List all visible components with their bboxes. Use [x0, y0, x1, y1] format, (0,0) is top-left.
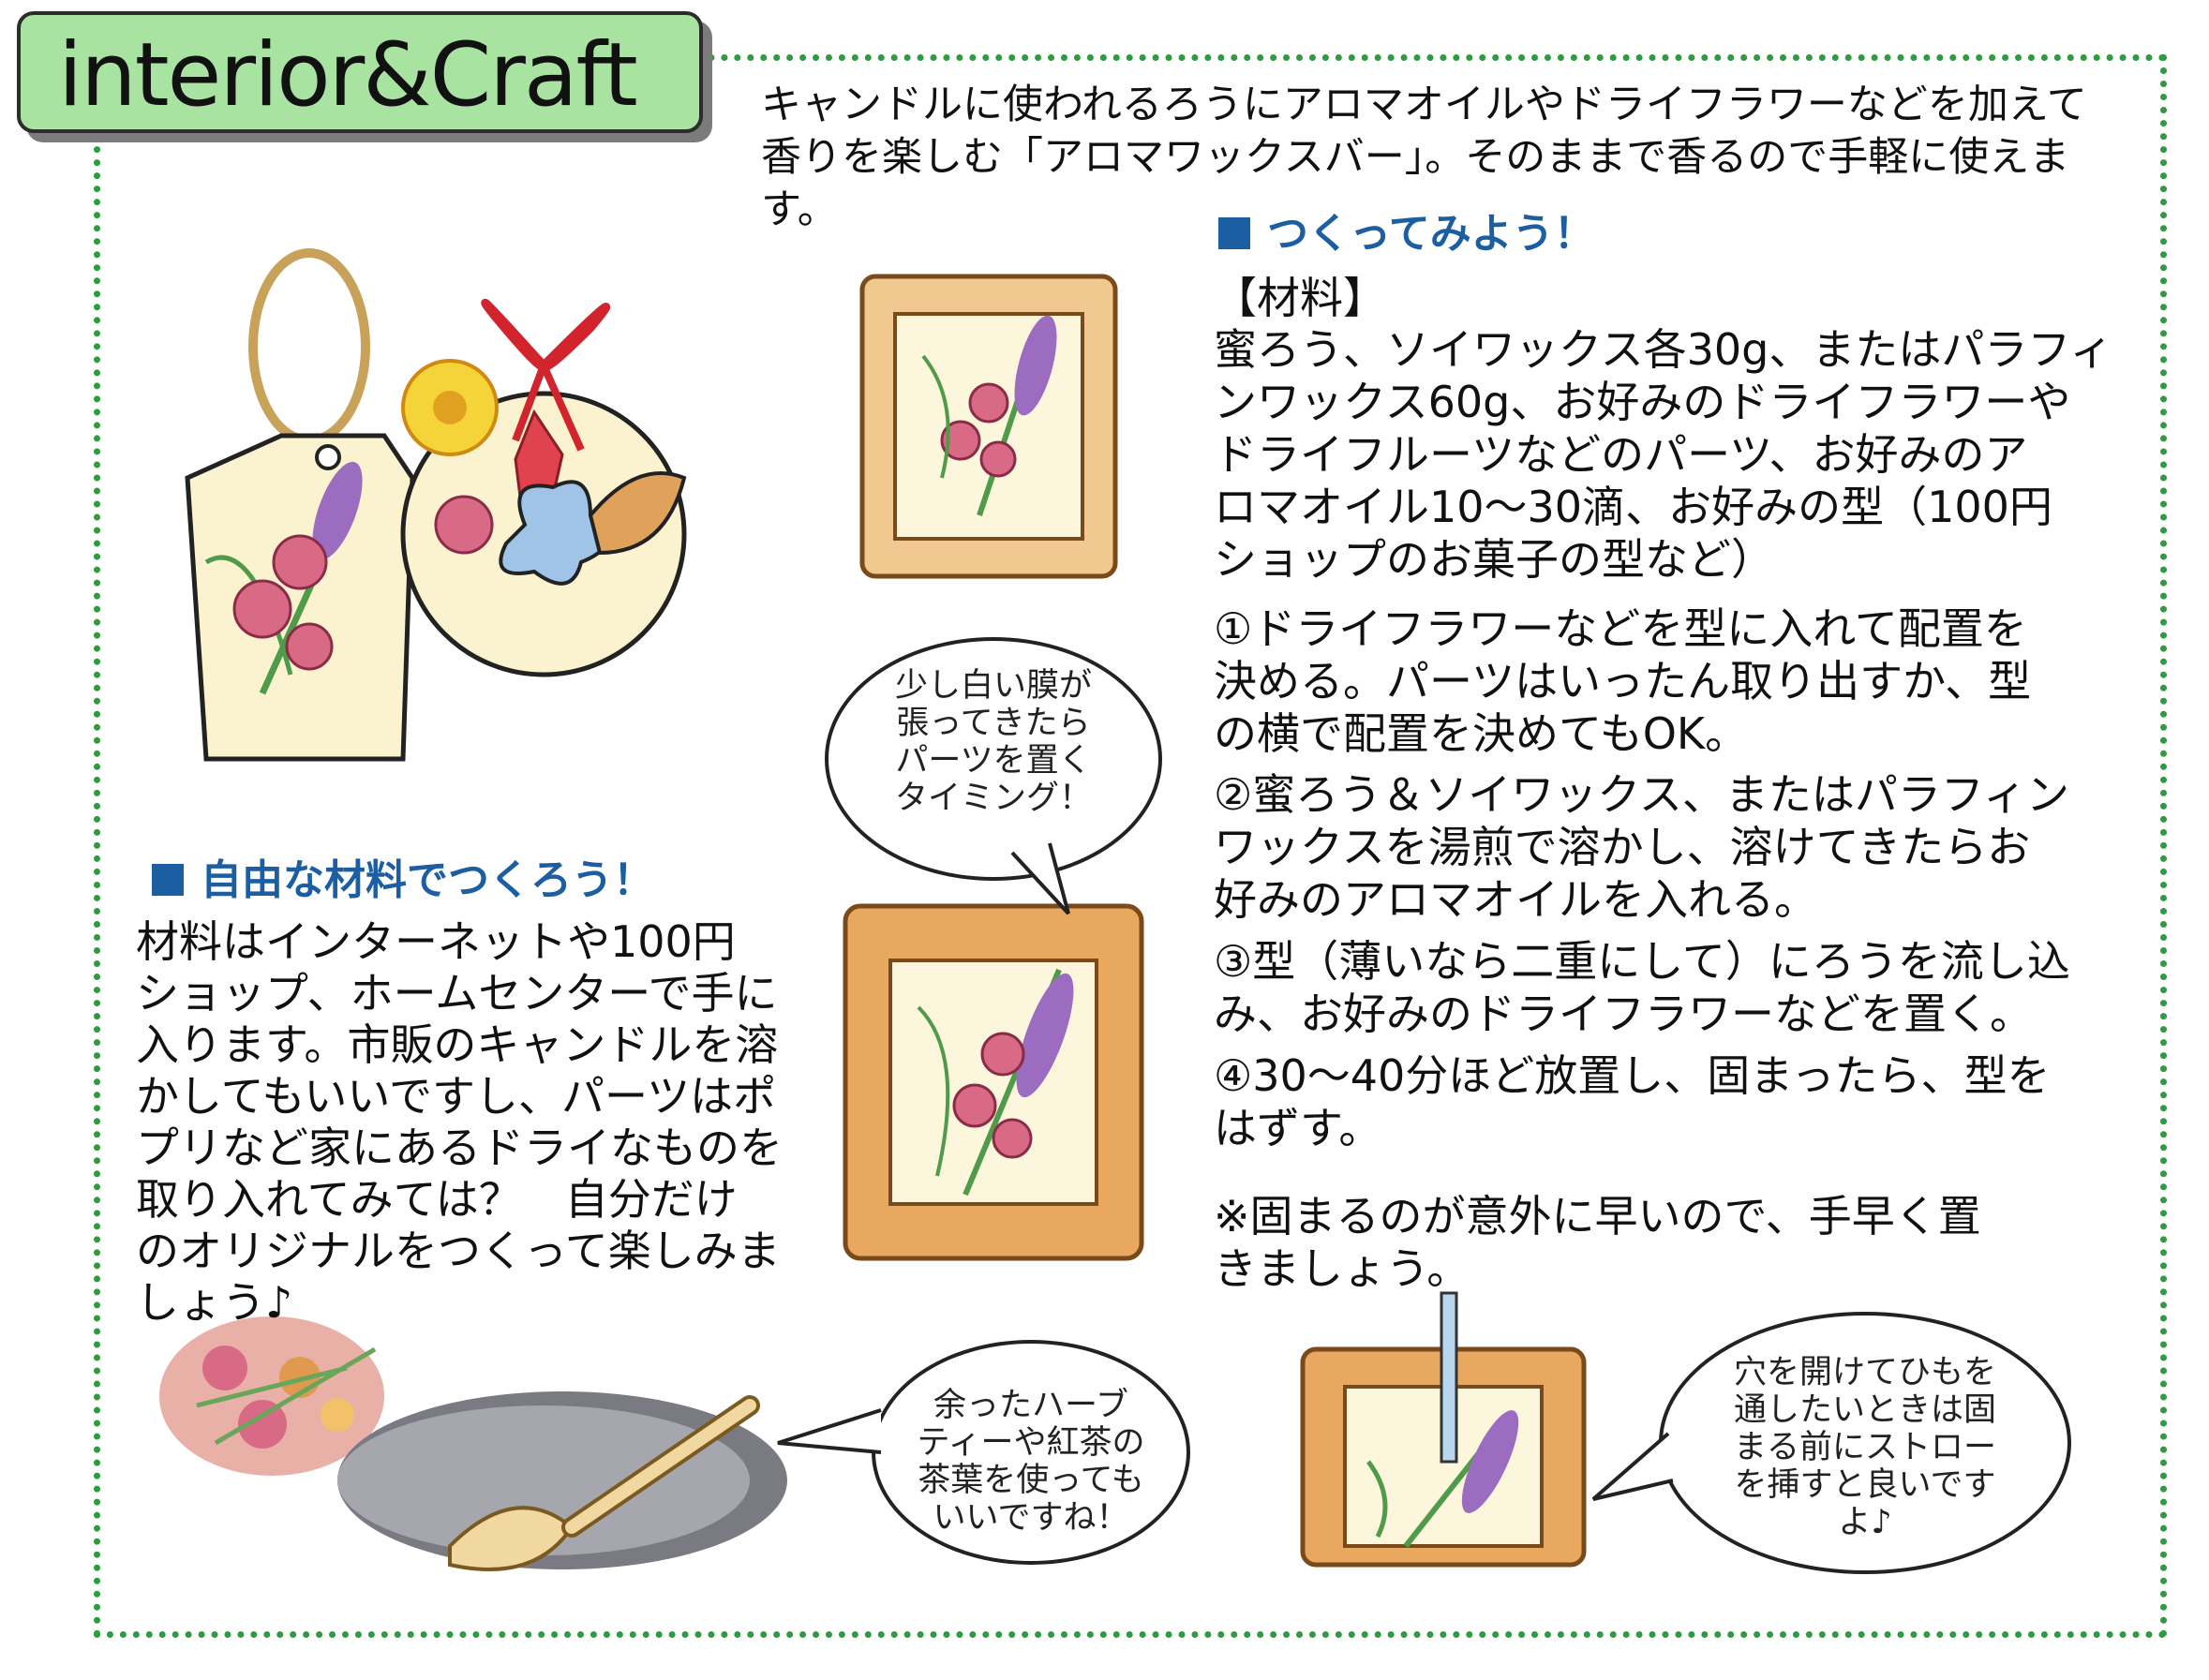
materials-label: 【材料】 [1214, 273, 1386, 323]
tip-straw-text: 穴を開けてひもを 通したいときは固 まる前にストロー を挿すと良いです よ♪ [1733, 1354, 1996, 1541]
title-tab: interior&Craft [17, 11, 703, 133]
mold-with-straw-illustration [1300, 1291, 1587, 1568]
step-1: ①ドライフラワーなどを型に入れて配置を 決める。パーツはいったん取り出すか、型 … [1214, 603, 2032, 759]
square-bullet-icon [1218, 217, 1250, 249]
tip-bubble-straw-tail [1591, 1432, 1674, 1501]
mold-with-flowers-illustration [859, 274, 1118, 579]
tea-leaves-potpourri-illustration [159, 1316, 787, 1571]
tip-timing-text: 少し白い膜が 張ってきたら パーツを置く タイミング！ [894, 667, 1092, 817]
tip-tea-text: 余ったハーブ ティーや紅茶の 茶葉を使っても いいですね！ [917, 1387, 1145, 1537]
tip-bubble-straw [1659, 1312, 2071, 1574]
tip-bubble-tea-tail [777, 1408, 882, 1454]
filled-mold-illustration [843, 903, 1144, 1261]
aroma-wax-bars-illustration [185, 248, 687, 762]
materials-list: 蜜ろう、ソイワックス各30g、またはパラフィ ンワックス60g、お好みのドライフ… [1214, 324, 2113, 585]
free-section-body: 材料はインターネットや100円 ショップ、ホームセンターで手に 入ります。市販の… [136, 916, 783, 1328]
page-title: interior&Craft [58, 24, 638, 126]
make-note: ※固まるのが意外に早いので、手早く置 きましょう。 [1214, 1191, 1981, 1294]
content-frame [94, 54, 2167, 1638]
tip-bubble-timing-tail [1010, 842, 1070, 915]
tip-bubble-tea [872, 1340, 1190, 1565]
square-bullet-icon [152, 864, 184, 896]
step-3: ③型（薄いなら二重にして）にろうを流し込 み、お好みのドライフラワーなどを置く。 [1214, 936, 2070, 1039]
step-4: ④30～40分ほど放置し、固まったら、型を はずす。 [1214, 1050, 2051, 1153]
intro-text: キャンドルに使われるろうにアロマオイルやドライフラワーなどを加えて 香りを楽しむ… [761, 82, 2087, 233]
free-section-heading: 自由な材料でつくろう！ [152, 855, 654, 907]
tip-bubble-timing [825, 637, 1162, 881]
make-section-heading: つくってみよう！ [1218, 208, 1595, 260]
step-2: ②蜜ろう＆ソイワックス、またはパラフィン ワックスを湯煎で溶かし、溶けてきたらお… [1214, 769, 2069, 925]
